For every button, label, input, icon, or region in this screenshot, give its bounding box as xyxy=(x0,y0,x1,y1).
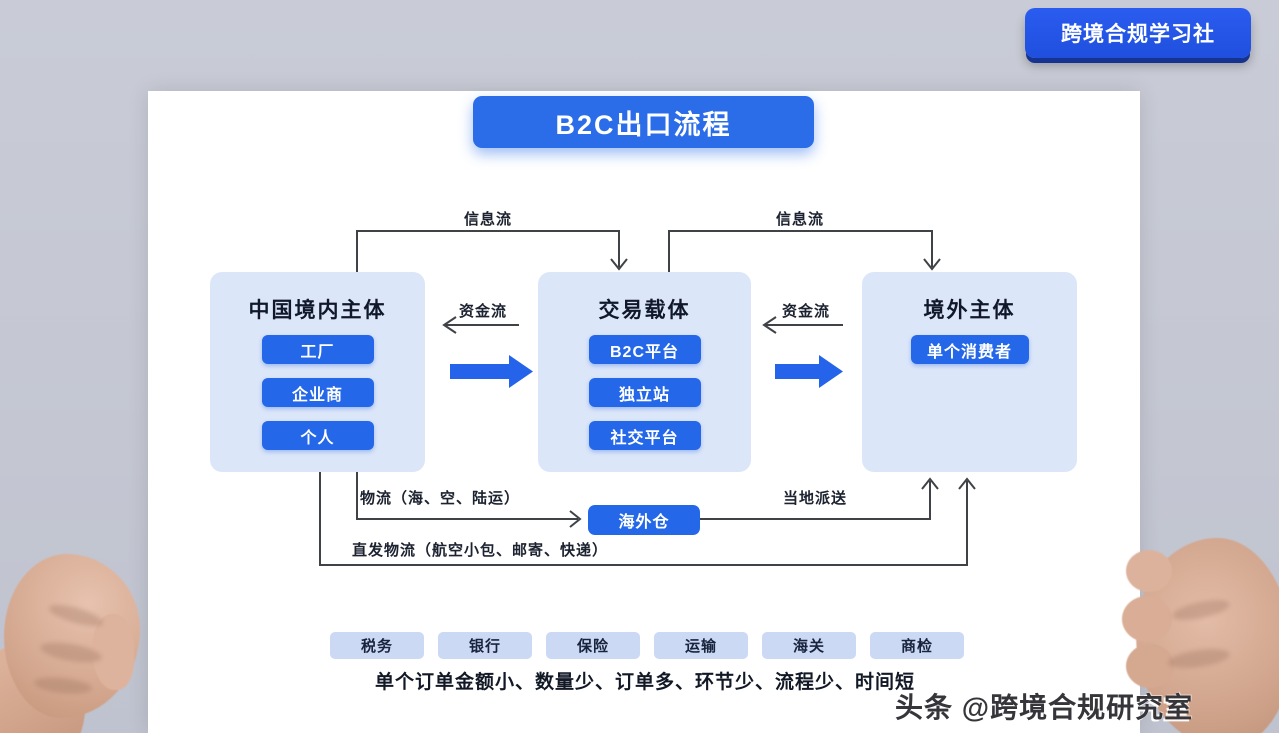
info-flow-left-label: 信息流 xyxy=(463,211,512,228)
direct-route-label: 直发物流（航空小包、邮寄、快递） xyxy=(352,542,609,559)
node-enterprise: 企业商 xyxy=(261,378,374,407)
box-transaction-carrier: 交易载体 B2C平台 独立站 社交平台 xyxy=(538,272,751,472)
right-hand-photo xyxy=(1122,538,1279,733)
node-social-platform: 社交平台 xyxy=(588,421,701,450)
local-delivery-label: 当地派送 xyxy=(782,490,847,507)
tag-inspection: 商检 xyxy=(870,632,964,659)
tag-transport: 运输 xyxy=(654,632,748,659)
watermark-credit: 头条 @跨境合规研究室 xyxy=(895,692,1194,723)
box-overseas-entities: 境外主体 单个消费者 xyxy=(862,272,1077,472)
warehouse-route-label: 物流（海、空、陆运） xyxy=(359,490,520,507)
node-single-consumer: 单个消费者 xyxy=(910,335,1029,364)
box-overseas-title: 境外主体 xyxy=(923,299,1016,322)
tag-tax: 税务 xyxy=(330,632,424,659)
tag-bank: 银行 xyxy=(438,632,532,659)
node-individual: 个人 xyxy=(261,421,374,450)
summary-text: 单个订单金额小、数量少、订单多、环节少、流程少、时间短 xyxy=(374,672,915,693)
box-domestic-title: 中国境内主体 xyxy=(248,299,387,322)
box-platform-title: 交易载体 xyxy=(598,299,691,322)
page-title: B2C出口流程 xyxy=(473,96,814,148)
node-b2c-platform: B2C平台 xyxy=(588,335,701,364)
tag-customs: 海关 xyxy=(762,632,856,659)
brand-badge: 跨境合规学习社 xyxy=(1025,8,1251,58)
node-factory: 工厂 xyxy=(261,335,374,364)
capital-flow-left-label: 资金流 xyxy=(458,303,507,320)
capital-flow-right-label: 资金流 xyxy=(781,303,830,320)
box-domestic-entities: 中国境内主体 工厂 企业商 个人 xyxy=(210,272,425,472)
service-tag-row: 税务 银行 保险 运输 海关 商检 xyxy=(330,632,970,659)
left-hand-photo xyxy=(0,548,160,733)
info-flow-right-label: 信息流 xyxy=(775,211,824,228)
node-overseas-warehouse: 海外仓 xyxy=(588,505,700,535)
tag-insurance: 保险 xyxy=(546,632,640,659)
node-independent-site: 独立站 xyxy=(588,378,701,407)
